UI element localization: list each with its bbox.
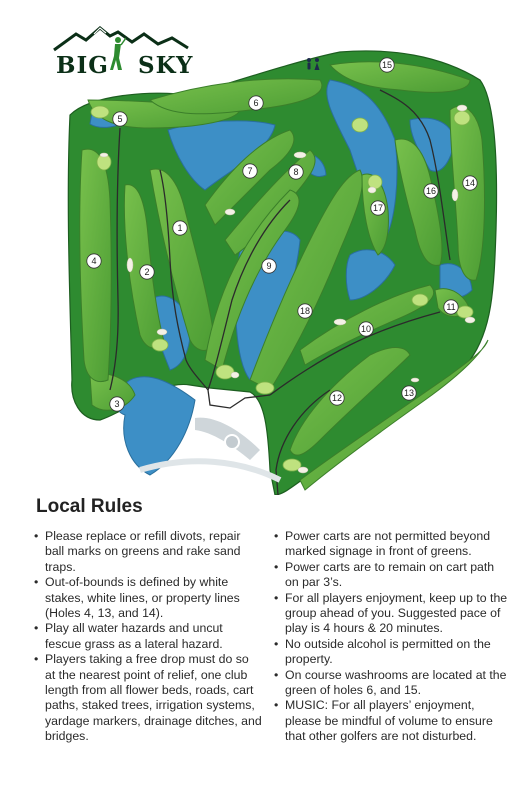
green bbox=[453, 110, 471, 126]
fairway-hole-16 bbox=[394, 138, 443, 266]
hole-number: 14 bbox=[465, 178, 475, 188]
rule-item: No outside alcohol is permitted on the p… bbox=[274, 637, 508, 668]
hole-marker-6: 6 bbox=[248, 95, 264, 111]
rules-list-left: Please replace or refill divots, repair … bbox=[34, 529, 262, 745]
greens bbox=[90, 105, 474, 472]
hole-marker-13: 13 bbox=[401, 385, 417, 401]
bunker bbox=[224, 208, 236, 216]
hole-marker-10: 10 bbox=[358, 321, 374, 337]
logo-word-sky: SKY bbox=[138, 52, 194, 79]
rule-item: Power carts are to remain on cart path o… bbox=[274, 560, 508, 591]
hole-number: 8 bbox=[293, 167, 298, 177]
green bbox=[351, 117, 369, 133]
cart-paths bbox=[109, 89, 451, 495]
hole-number: 5 bbox=[117, 114, 122, 124]
rule-item: Please replace or refill divots, repair … bbox=[34, 529, 262, 575]
fairway-hole-13 bbox=[299, 339, 489, 491]
water-hazard bbox=[409, 117, 456, 172]
bunkers bbox=[99, 104, 476, 474]
hole-marker-9: 9 bbox=[261, 258, 277, 274]
green bbox=[367, 174, 383, 190]
bunker bbox=[333, 318, 347, 326]
bunker bbox=[126, 257, 134, 273]
bunker bbox=[293, 151, 307, 159]
hole-number: 10 bbox=[361, 324, 371, 334]
rule-item: Players taking a free drop must do so at… bbox=[34, 652, 262, 744]
hole-number: 4 bbox=[91, 256, 96, 266]
hole-number: 3 bbox=[114, 399, 119, 409]
fairway-hole-6 bbox=[149, 78, 323, 115]
cart-path bbox=[207, 199, 291, 391]
hole-number: 16 bbox=[426, 186, 436, 196]
bunker bbox=[297, 466, 309, 474]
hole-marker-1: 1 bbox=[172, 220, 188, 236]
rule-item: Play all water hazards and uncut fescue … bbox=[34, 621, 262, 652]
fairway-hole-18 bbox=[249, 169, 363, 391]
green bbox=[90, 105, 110, 119]
hole-number: 13 bbox=[404, 388, 414, 398]
hole-marker-12: 12 bbox=[329, 390, 345, 406]
hole-marker-17: 17 bbox=[370, 200, 386, 216]
hole-marker-8: 8 bbox=[288, 164, 304, 180]
bunker bbox=[99, 152, 109, 158]
green bbox=[255, 381, 275, 395]
golfer-icon bbox=[110, 37, 126, 70]
bunker bbox=[456, 104, 468, 112]
logo-word-big: BIG bbox=[56, 52, 109, 79]
water-hazard bbox=[345, 249, 396, 301]
hole-marker-11: 11 bbox=[443, 299, 459, 315]
bunker bbox=[451, 188, 459, 202]
cart-path bbox=[379, 89, 451, 261]
green bbox=[411, 293, 429, 307]
green bbox=[151, 338, 169, 352]
hole-number: 9 bbox=[266, 261, 271, 271]
bunker bbox=[367, 186, 377, 194]
hole-number: 12 bbox=[332, 393, 342, 403]
rule-item: Out-of-bounds is defined by white stakes… bbox=[34, 575, 262, 621]
green bbox=[282, 458, 302, 472]
bunker bbox=[464, 316, 476, 324]
hole-number: 11 bbox=[446, 302, 455, 312]
hole-marker-15: 15 bbox=[379, 57, 395, 73]
rule-item: On course washrooms are located at the g… bbox=[274, 668, 508, 699]
bunker bbox=[230, 371, 240, 379]
hole-marker-5: 5 bbox=[112, 111, 128, 127]
hole-number: 1 bbox=[177, 223, 182, 233]
big-sky-logo: BIG SKY bbox=[48, 24, 198, 84]
local-rules-title: Local Rules bbox=[36, 496, 143, 517]
hole-marker-4: 4 bbox=[86, 253, 102, 269]
rule-item: Power carts are not permitted beyond mar… bbox=[274, 529, 508, 560]
green bbox=[456, 305, 474, 319]
cart-path bbox=[159, 169, 209, 391]
washroom-icon bbox=[307, 58, 320, 70]
hole-marker-2: 2 bbox=[139, 264, 155, 280]
hole-marker-3: 3 bbox=[109, 396, 125, 412]
hole-marker-16: 16 bbox=[423, 183, 439, 199]
rule-item: MUSIC: For all players’ enjoyment, pleas… bbox=[274, 698, 508, 744]
hole-marker-14: 14 bbox=[462, 175, 478, 191]
hole-marker-7: 7 bbox=[242, 163, 258, 179]
rule-item: For all players enjoyment, keep up to th… bbox=[274, 591, 508, 637]
clubhouse bbox=[139, 417, 282, 483]
rules-list-right: Power carts are not permitted beyond mar… bbox=[274, 529, 508, 745]
mountains-icon bbox=[53, 26, 189, 52]
cart-path bbox=[109, 127, 121, 391]
bunker bbox=[156, 328, 168, 336]
cart-path bbox=[207, 389, 271, 409]
hole-number: 6 bbox=[253, 98, 258, 108]
hole-number: 15 bbox=[382, 60, 392, 70]
cart-path bbox=[275, 389, 331, 495]
hole-number: 18 bbox=[300, 306, 310, 316]
hole-marker-18: 18 bbox=[297, 303, 313, 319]
hole-number: 7 bbox=[247, 166, 252, 176]
hole-number: 2 bbox=[144, 267, 149, 277]
hole-number: 17 bbox=[373, 203, 383, 213]
bunker bbox=[410, 377, 420, 383]
cart-path bbox=[269, 311, 441, 396]
fairway-hole-9 bbox=[204, 189, 300, 371]
fairway-hole-12 bbox=[289, 347, 411, 456]
